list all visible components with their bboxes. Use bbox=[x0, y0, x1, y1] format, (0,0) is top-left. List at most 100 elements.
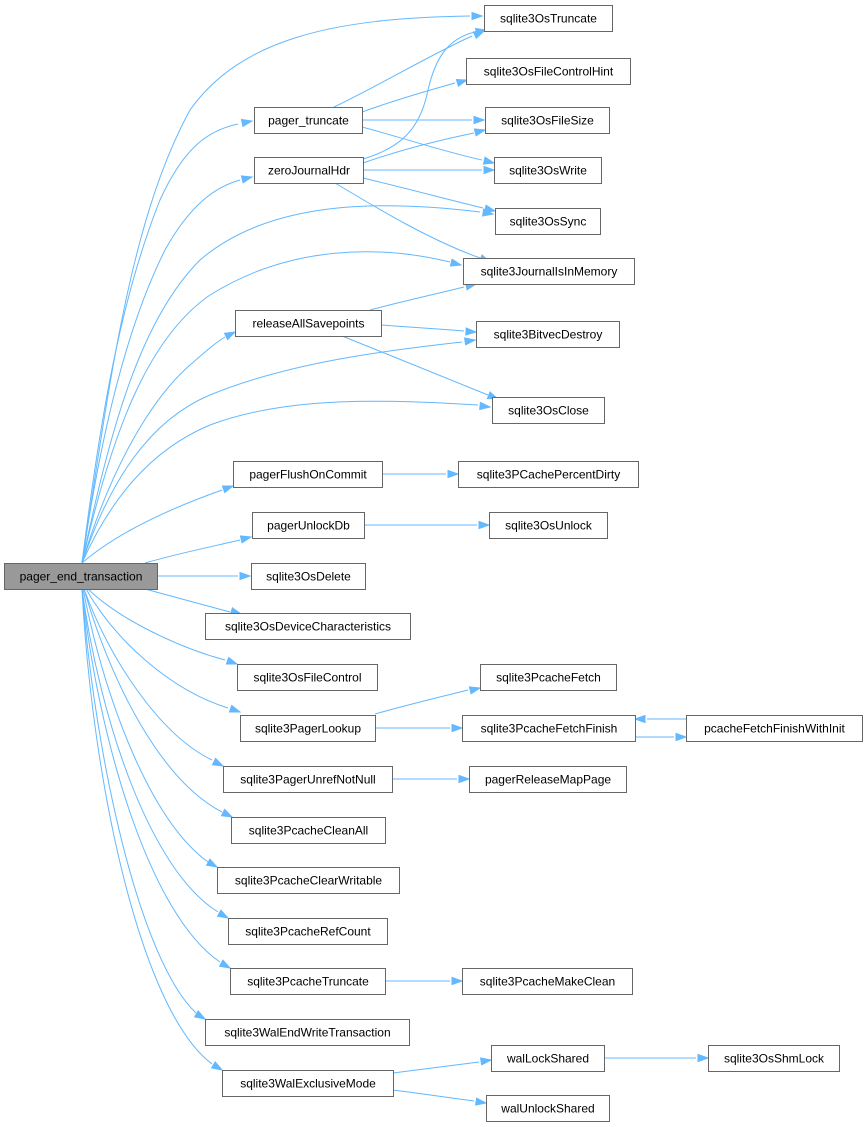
edge-sqlite3PagerLookup-to-sqlite3PcacheFetch bbox=[374, 689, 469, 715]
node-label-walLockShared: walLockShared bbox=[506, 1052, 589, 1066]
node-label-sqlite3OsDeviceCharacteristics: sqlite3OsDeviceCharacteristics bbox=[225, 620, 391, 634]
node-box-sqlite3PcacheCleanAll bbox=[231, 817, 386, 844]
node-box-walLockShared bbox=[491, 1045, 605, 1072]
node-box-sqlite3OsClose bbox=[492, 397, 605, 424]
node-box-zeroJournalHdr bbox=[254, 157, 364, 184]
node-pagerUnlockDb[interactable]: pagerUnlockDb bbox=[252, 512, 365, 539]
node-label-sqlite3PcacheFetchFinish: sqlite3PcacheFetchFinish bbox=[481, 722, 618, 736]
node-pagerReleaseMapPage[interactable]: pagerReleaseMapPage bbox=[469, 766, 627, 793]
node-sqlite3PagerLookup[interactable]: sqlite3PagerLookup bbox=[240, 715, 376, 742]
node-label-sqlite3OsFileSize: sqlite3OsFileSize bbox=[501, 114, 594, 128]
node-label-releaseAllSavepoints: releaseAllSavepoints bbox=[252, 317, 364, 331]
node-sqlite3OsFileControl[interactable]: sqlite3OsFileControl bbox=[237, 664, 378, 691]
node-walUnlockShared[interactable]: walUnlockShared bbox=[486, 1095, 610, 1122]
node-label-sqlite3PcacheTruncate: sqlite3PcacheTruncate bbox=[247, 975, 369, 989]
arrowhead-sqlite3PagerUnrefNotNull-to-pagerReleaseMapPage bbox=[458, 774, 471, 784]
node-box-pager_truncate bbox=[254, 107, 363, 134]
arrowhead-sqlite3WalExclusiveMode-to-walLockShared bbox=[480, 1057, 493, 1066]
edge-releaseAllSavepoints-to-sqlite3JournalIsInMemory bbox=[369, 286, 465, 311]
edge-pager_end_transaction-to-pagerUnlockDb bbox=[144, 539, 241, 564]
node-sqlite3PcacheTruncate[interactable]: sqlite3PcacheTruncate bbox=[230, 968, 386, 995]
node-sqlite3PcacheFetch[interactable]: sqlite3PcacheFetch bbox=[480, 664, 617, 691]
node-sqlite3OsShmLock[interactable]: sqlite3OsShmLock bbox=[708, 1045, 840, 1072]
edge-sqlite3WalExclusiveMode-to-walUnlockShared bbox=[392, 1089, 475, 1102]
edge-pager_end_transaction-to-sqlite3PcacheClearWritable bbox=[82, 588, 209, 863]
node-walLockShared[interactable]: walLockShared bbox=[491, 1045, 605, 1072]
node-sqlite3PcacheMakeClean[interactable]: sqlite3PcacheMakeClean bbox=[462, 968, 633, 995]
node-sqlite3PagerUnrefNotNull[interactable]: sqlite3PagerUnrefNotNull bbox=[223, 766, 393, 793]
node-sqlite3PcacheCleanAll[interactable]: sqlite3PcacheCleanAll bbox=[231, 817, 386, 844]
edge-pager_end_transaction-to-sqlite3OsClose bbox=[81, 400, 479, 564]
node-box-sqlite3WalExclusiveMode bbox=[222, 1070, 394, 1097]
node-pager_truncate[interactable]: pager_truncate bbox=[254, 107, 363, 134]
node-box-sqlite3OsSync bbox=[495, 208, 601, 235]
edge-pager_end_transaction-to-sqlite3OsFileControl bbox=[87, 588, 226, 661]
node-box-sqlite3OsUnlock bbox=[489, 512, 608, 539]
edge-pager_end_transaction-to-sqlite3PcacheRefCount bbox=[81, 588, 219, 913]
node-box-sqlite3PcacheClearWritable bbox=[217, 867, 400, 894]
node-sqlite3OsDelete[interactable]: sqlite3OsDelete bbox=[251, 563, 366, 590]
node-box-sqlite3OsDelete bbox=[251, 563, 366, 590]
node-sqlite3OsDeviceCharacteristics[interactable]: sqlite3OsDeviceCharacteristics bbox=[205, 613, 411, 640]
arrowhead-pager_end_transaction-to-sqlite3WalExclusiveMode bbox=[210, 1061, 224, 1071]
node-label-sqlite3OsWrite: sqlite3OsWrite bbox=[509, 164, 587, 178]
edge-pager_truncate-to-sqlite3OsWrite bbox=[361, 126, 483, 161]
node-box-pagerReleaseMapPage bbox=[469, 766, 627, 793]
arrowhead-sqlite3WalExclusiveMode-to-walUnlockShared bbox=[475, 1097, 488, 1106]
node-label-sqlite3WalEndWriteTransaction: sqlite3WalEndWriteTransaction bbox=[224, 1026, 390, 1040]
node-sqlite3OsTruncate[interactable]: sqlite3OsTruncate bbox=[484, 5, 613, 32]
node-label-pcacheFetchFinishWithInit: pcacheFetchFinishWithInit bbox=[704, 722, 845, 736]
node-box-sqlite3OsFileControl bbox=[237, 664, 378, 691]
arrowhead-pager_end_transaction-to-sqlite3PcacheRefCount bbox=[216, 909, 230, 919]
node-sqlite3OsFileControlHint[interactable]: sqlite3OsFileControlHint bbox=[466, 58, 631, 85]
node-sqlite3JournalIsInMemory[interactable]: sqlite3JournalIsInMemory bbox=[463, 258, 635, 285]
edge-sqlite3WalExclusiveMode-to-walLockShared bbox=[392, 1061, 480, 1074]
node-box-sqlite3PCachePercentDirty bbox=[458, 461, 639, 488]
node-sqlite3OsSync[interactable]: sqlite3OsSync bbox=[495, 208, 601, 235]
edge-pager_end_transaction-to-sqlite3OsTruncate bbox=[81, 15, 471, 564]
arrowhead-sqlite3PcacheTruncate-to-sqlite3PcacheMakeClean bbox=[451, 976, 464, 986]
node-box-sqlite3PagerLookup bbox=[240, 715, 376, 742]
arrowhead-pagerFlushOnCommit-to-sqlite3PCachePercentDirty bbox=[447, 469, 460, 479]
call-graph-edges bbox=[81, 11, 710, 1106]
node-sqlite3OsFileSize[interactable]: sqlite3OsFileSize bbox=[485, 107, 610, 134]
node-sqlite3PcacheFetchFinish[interactable]: sqlite3PcacheFetchFinish bbox=[462, 715, 636, 742]
node-sqlite3PCachePercentDirty[interactable]: sqlite3PCachePercentDirty bbox=[458, 461, 639, 488]
node-box-sqlite3JournalIsInMemory bbox=[463, 258, 635, 285]
node-label-pager_end_transaction: pager_end_transaction bbox=[20, 570, 143, 584]
node-zeroJournalHdr[interactable]: zeroJournalHdr bbox=[254, 157, 364, 184]
node-label-pager_truncate: pager_truncate bbox=[268, 114, 349, 128]
node-releaseAllSavepoints[interactable]: releaseAllSavepoints bbox=[235, 310, 382, 337]
arrowhead-sqlite3PagerLookup-to-sqlite3PcacheFetchFinish bbox=[451, 723, 464, 733]
node-label-sqlite3OsSync: sqlite3OsSync bbox=[510, 215, 587, 229]
node-sqlite3BitvecDestroy[interactable]: sqlite3BitvecDestroy bbox=[476, 321, 620, 348]
edge-releaseAllSavepoints-to-sqlite3OsClose bbox=[341, 335, 489, 396]
edge-pager_end_transaction-to-sqlite3OsSync bbox=[81, 205, 481, 564]
arrowhead-pager_end_transaction-to-sqlite3OsFileControl bbox=[225, 656, 239, 665]
node-sqlite3WalExclusiveMode[interactable]: sqlite3WalExclusiveMode bbox=[222, 1070, 394, 1097]
node-label-sqlite3PcacheFetch: sqlite3PcacheFetch bbox=[496, 671, 601, 685]
node-pcacheFetchFinishWithInit[interactable]: pcacheFetchFinishWithInit bbox=[686, 715, 863, 742]
node-sqlite3WalEndWriteTransaction[interactable]: sqlite3WalEndWriteTransaction bbox=[205, 1019, 410, 1046]
arrowhead-pager_end_transaction-to-sqlite3PagerUnrefNotNull bbox=[211, 757, 225, 767]
edge-pager_end_transaction-to-sqlite3WalEndWriteTransaction bbox=[81, 588, 197, 1014]
node-box-sqlite3PcacheTruncate bbox=[230, 968, 386, 995]
node-box-sqlite3BitvecDestroy bbox=[476, 321, 620, 348]
edge-pager_end_transaction-to-sqlite3BitvecDestroy bbox=[81, 341, 463, 564]
node-sqlite3PcacheClearWritable[interactable]: sqlite3PcacheClearWritable bbox=[217, 867, 400, 894]
node-box-sqlite3OsFileSize bbox=[485, 107, 610, 134]
node-label-sqlite3PcacheRefCount: sqlite3PcacheRefCount bbox=[245, 925, 371, 939]
node-label-sqlite3OsUnlock: sqlite3OsUnlock bbox=[505, 519, 593, 533]
edge-zeroJournalHdr-to-sqlite3JournalIsInMemory bbox=[334, 182, 481, 259]
node-sqlite3OsWrite[interactable]: sqlite3OsWrite bbox=[494, 157, 602, 184]
node-box-sqlite3PcacheRefCount bbox=[228, 918, 388, 945]
arrowhead-pager_end_transaction-to-releaseAllSavepoints bbox=[223, 331, 237, 341]
node-pager_end_transaction[interactable]: pager_end_transaction bbox=[4, 563, 158, 590]
node-sqlite3OsClose[interactable]: sqlite3OsClose bbox=[492, 397, 605, 424]
node-sqlite3OsUnlock[interactable]: sqlite3OsUnlock bbox=[489, 512, 608, 539]
node-sqlite3PcacheRefCount[interactable]: sqlite3PcacheRefCount bbox=[228, 918, 388, 945]
edge-pager_truncate-to-sqlite3OsFileControlHint bbox=[361, 82, 456, 113]
node-pagerFlushOnCommit[interactable]: pagerFlushOnCommit bbox=[233, 461, 383, 488]
arrowhead-zeroJournalHdr-to-sqlite3OsSync bbox=[483, 204, 497, 213]
